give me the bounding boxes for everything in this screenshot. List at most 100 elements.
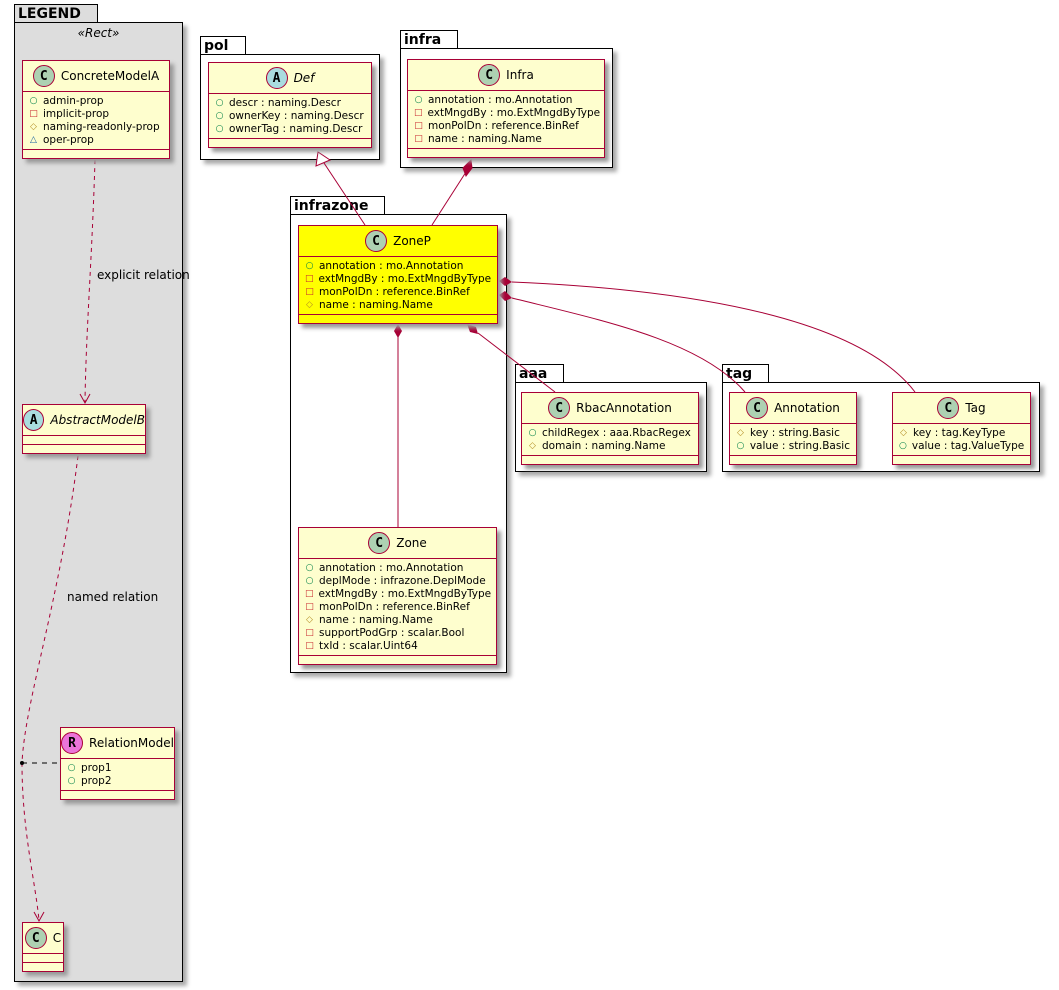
class-name: Tag [965,401,986,415]
attribute: ○annotation : mo.Annotation [305,260,491,273]
attribute-text: monPolDn : reference.BinRef [319,601,470,613]
composition-diamond-icon [499,291,512,301]
visibility-protected-icon: ◇ [529,441,536,451]
attribute-list: ○annotation : mo.Annotation□ extMngdBy : … [299,257,497,315]
package-infra-tab: infra [400,30,459,48]
class-kind-R-icon: R [61,732,84,754]
attribute-text: extMngdBy : mo.ExtMngdByType [318,273,492,285]
class-kind-C-icon: C [32,65,55,87]
attribute-list: ◇key : string.Basic○value : string.Basic [730,424,856,456]
attribute-text: name : naming.Name [319,299,433,311]
attribute: ○annotation : mo.Annotation [414,94,598,107]
attribute: ○prop1 [67,762,168,775]
arrow-head-icon [79,393,91,405]
legend-stereotype: «Rect» [77,26,120,40]
attribute-list [23,436,145,445]
attribute: □extMngdBy : mo.ExtMngdByType [414,107,600,120]
visibility-public-icon: ○ [215,111,224,121]
attribute-text: oper-prop [43,134,94,146]
attribute: ○descr : naming.Descr [215,97,365,110]
explicit-relation-line [84,159,96,403]
methods-compartment [23,963,63,971]
class-relation[interactable]: R RelationModel ○prop1○ prop2 [60,727,175,800]
class-name: Infra [506,68,534,82]
attribute-text: ownerTag : naming.Descr [229,123,363,135]
visibility-public-icon: ○ [305,576,314,586]
methods-compartment [522,456,698,464]
inheritance-line [323,162,366,226]
inheritance-arrow-icon [315,151,332,167]
visibility-protected-icon: ◇ [306,615,313,625]
visibility-private-icon: □ [414,121,423,131]
attribute-text: admin-prop [43,95,104,107]
visibility-public-icon: ○ [899,441,907,451]
visibility-public-icon: ○ [215,124,224,134]
composition-diamond-icon [499,277,512,286]
visibility-private-icon: □ [305,589,314,599]
attribute-text: prop2 [81,775,112,787]
attribute-text: key : string.Basic [750,427,840,439]
attribute: ◇ domain : naming.Name [528,440,692,453]
attribute-text: prop1 [81,762,112,774]
class-header: R RelationModel [61,728,174,759]
attribute-list: ○annotation : mo.Annotation○deplMode : i… [299,559,496,656]
attribute: ○value : string.Basic [736,440,850,453]
attribute: ◇naming-readonly-prop [29,121,163,134]
attribute-text: domain : naming.Name [542,440,666,452]
composition-line [431,171,467,226]
class-header: C Zone [299,528,496,559]
class-kind-C-icon: C [365,230,388,252]
visibility-private-icon: □ [305,641,314,651]
visibility-private-icon: □ [414,108,423,118]
attribute: ◇key : tag.KeyType [899,427,1024,440]
class-zone[interactable]: C Zone ○annotation : mo.Annotation○deplMod… [298,527,497,665]
class-kind-C-icon: C [478,64,501,86]
attribute: □txId : scalar.Uint64 [305,640,490,653]
class-name: C [52,931,62,945]
attribute-text: extMngdBy : mo.ExtMngdByType [318,588,492,600]
class-kind-C-icon: C [548,397,571,419]
attribute: □name : naming.Name [414,133,598,146]
attribute: □ extMngdBy : mo.ExtMngdByType [305,588,492,601]
visibility-public-icon: ○ [736,441,745,451]
attribute-list: ○childRegex : aaa.RbacRegex◇domain : nam… [522,424,698,456]
visibility-private-icon: □ [305,274,314,284]
methods-compartment [893,456,1030,464]
attribute: ◇name : naming.Name [305,614,490,627]
attribute: □supportPodGrp : scalar.Bool [305,627,490,640]
explicit-relation-label: explicit relation [97,268,190,282]
attribute-text: supportPodGrp : scalar.Bool [319,627,465,639]
attribute-text: name : naming.Name [428,133,542,145]
visibility-public-icon: ○ [67,776,76,786]
attribute-text: annotation : mo.Annotation [428,94,573,106]
class-kind-C-icon: C [24,927,47,949]
attribute: □monPolDn : reference.BinRef [414,120,598,133]
class-infra[interactable]: C Infra ○annotation : mo.Annotation□extMng… [407,59,605,158]
class-kind-C-icon: C [368,532,391,554]
composition-line [511,281,916,393]
attribute-text: naming-readonly-prop [43,121,160,133]
visibility-protected-icon: ◇ [306,300,313,310]
class-name: Zone [396,536,427,550]
composition-diamond-icon [467,324,478,334]
class-name: RelationModel [89,736,174,750]
methods-compartment [23,445,145,453]
attribute: ○ownerKey : naming.Descr [215,110,365,123]
package-legend-tab: LEGEND [14,4,98,22]
attribute-list: ○admin-prop□implicit-prop◇naming-readonl… [23,92,169,150]
named-relation-line [21,455,79,921]
